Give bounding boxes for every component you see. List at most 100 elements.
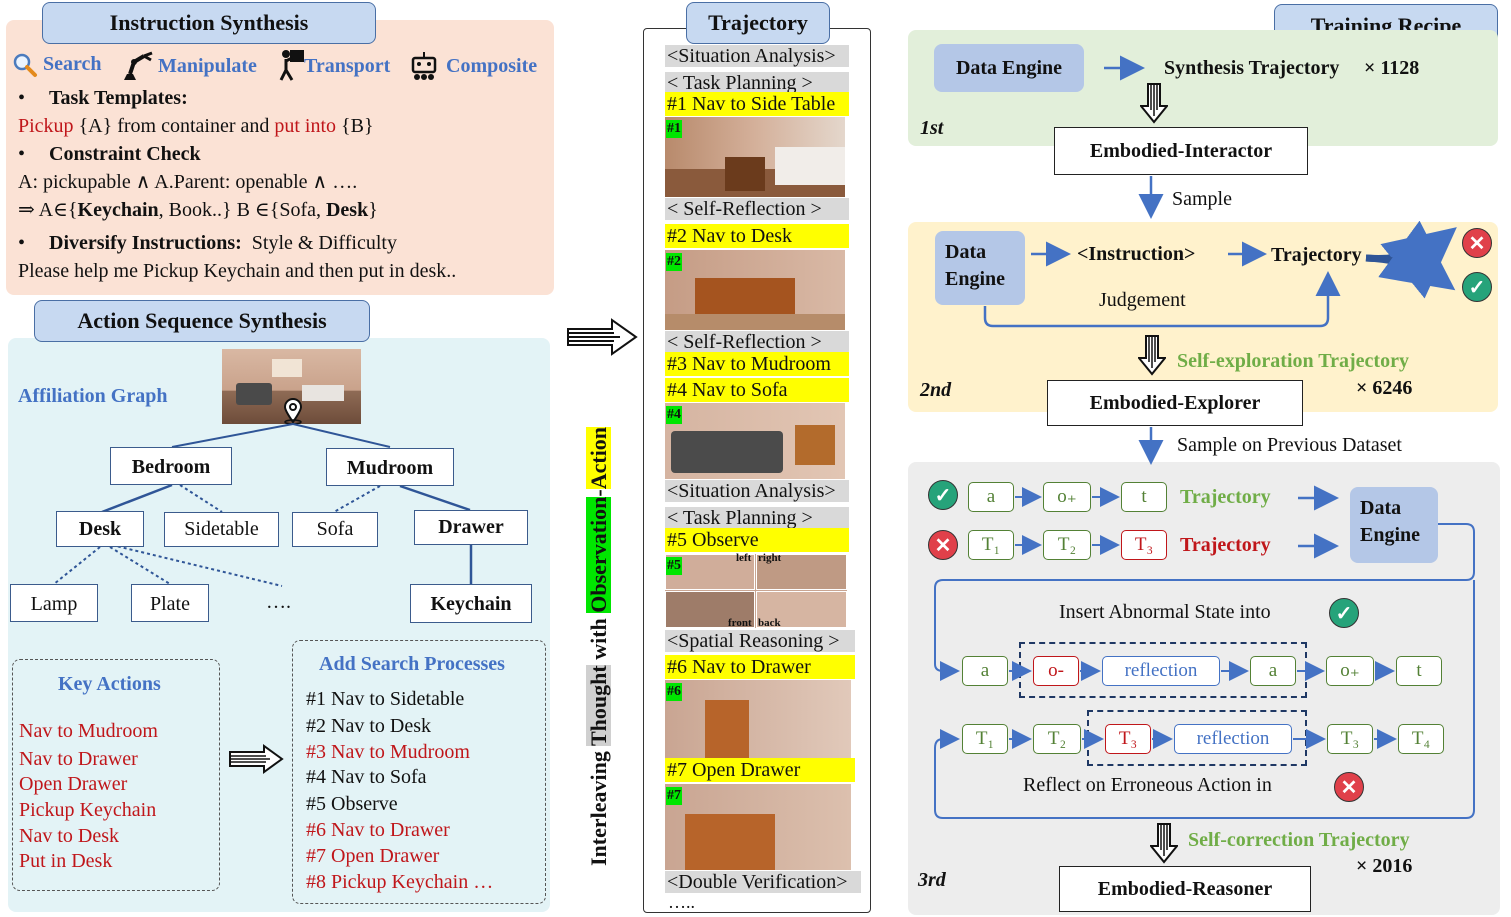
stage-2-trajectory: Trajectory bbox=[1271, 244, 1362, 266]
person-carrying-icon bbox=[278, 48, 306, 82]
stage-2-instruction: <Instruction> bbox=[1077, 243, 1196, 265]
insert-token-o-minus: o- bbox=[1033, 656, 1079, 686]
step-5-bar: #5 Observe bbox=[665, 528, 849, 552]
stage-2-data-engine: Data Engine bbox=[935, 231, 1025, 305]
insert-token-t: t bbox=[1396, 656, 1442, 686]
key-action: Nav to Desk bbox=[19, 825, 119, 847]
step-6-bar: #6 Nav to Drawer bbox=[665, 655, 855, 679]
search-processes-title: Add Search Processes bbox=[319, 653, 505, 675]
reflect-token-t3-fixed: T₃ bbox=[1327, 724, 1373, 754]
bullet: • bbox=[18, 143, 26, 165]
task-planning-bar: < Task Planning > bbox=[665, 72, 849, 94]
instruction-panel bbox=[6, 20, 554, 295]
embodied-explorer-box: Embodied-Explorer bbox=[1047, 380, 1303, 426]
reflect-token-reflection: reflection bbox=[1174, 724, 1292, 754]
scene-6-image bbox=[665, 680, 851, 758]
stage-3-count: × 2016 bbox=[1356, 855, 1413, 877]
search-step: #5 Observe bbox=[306, 793, 398, 815]
big-right-arrow-icon bbox=[566, 318, 638, 356]
instruction-header: Instruction Synthesis bbox=[42, 2, 376, 44]
node-sofa: Sofa bbox=[292, 512, 378, 547]
task-planning-bar: < Task Planning > bbox=[665, 507, 849, 529]
bad-token-t3: T₃ bbox=[1121, 530, 1167, 560]
action-sequence-header: Action Sequence Synthesis bbox=[34, 300, 370, 342]
task-type-composite: Composite bbox=[446, 55, 538, 77]
stage-2-label: 2nd bbox=[920, 379, 952, 401]
check-icon: ✓ bbox=[1462, 272, 1492, 302]
search-step: #6 Nav to Drawer bbox=[306, 819, 450, 841]
cross-icon: ✕ bbox=[928, 530, 958, 560]
view-front-label: front bbox=[728, 617, 752, 629]
graph-edges bbox=[53, 423, 473, 587]
node-ellipsis: …. bbox=[266, 591, 291, 613]
stage-2-count: × 6246 bbox=[1356, 377, 1413, 399]
robot-arm-icon bbox=[120, 50, 154, 82]
key-actions-box bbox=[12, 659, 220, 891]
constraint-prefix: ⇒ A∈{ bbox=[18, 199, 78, 221]
search-processes-box bbox=[292, 640, 546, 904]
node-desk: Desk bbox=[56, 511, 144, 547]
search-step: #8 Pickup Keychain … bbox=[306, 871, 494, 893]
scene-6-tag: #6 bbox=[666, 683, 682, 701]
example-instruction: Please help me Pickup Keychain and then … bbox=[18, 260, 457, 282]
template-pickup: Pickup bbox=[18, 115, 74, 137]
good-trajectory-label: Trajectory bbox=[1180, 486, 1271, 508]
trajectory-dots: ….. bbox=[668, 892, 695, 912]
search-icon bbox=[12, 52, 38, 78]
constraint-suffix: } bbox=[368, 199, 378, 221]
good-token-a: a bbox=[968, 482, 1014, 512]
reflect-token-t2: T₂ bbox=[1033, 724, 1081, 754]
step-2-bar: #2 Nav to Desk bbox=[665, 224, 849, 248]
template-put-into: put into bbox=[274, 115, 337, 137]
stage-1-synthesis: Synthesis Trajectory bbox=[1164, 57, 1340, 79]
node-bedroom: Bedroom bbox=[110, 447, 232, 485]
task-type-transport: Transport bbox=[304, 55, 391, 77]
reflect-token-t4: T₄ bbox=[1398, 724, 1444, 754]
scene-4-image bbox=[665, 403, 845, 479]
key-actions-title: Key Actions bbox=[58, 673, 161, 695]
node-keychain: Keychain bbox=[410, 584, 532, 623]
view-left-label: left bbox=[736, 552, 752, 564]
search-step: #2 Nav to Desk bbox=[306, 715, 431, 737]
node-drawer: Drawer bbox=[414, 510, 528, 545]
scene-7-tag: #7 bbox=[666, 787, 682, 805]
stage-3-label: 3rd bbox=[918, 869, 946, 891]
sample-previous-label: Sample on Previous Dataset bbox=[1177, 434, 1402, 456]
stage-1-count: × 1128 bbox=[1364, 57, 1420, 79]
task-templates-label: Task Templates: bbox=[49, 87, 188, 109]
key-action: Pickup Keychain bbox=[19, 799, 157, 821]
view-back-label: back bbox=[758, 617, 781, 629]
search-step: #1 Nav to Sidetable bbox=[306, 688, 465, 710]
key-action: Nav to Mudroom bbox=[19, 720, 158, 742]
search-step: #3 Nav to Mudroom bbox=[306, 741, 470, 763]
good-token-t: t bbox=[1121, 482, 1167, 512]
constraint-label: Constraint Check bbox=[49, 143, 201, 165]
diversify-line: Diversify Instructions: Style & Difficul… bbox=[49, 231, 397, 255]
search-step: #4 Nav to Sofa bbox=[306, 766, 427, 788]
diversify-value: Style & Difficulty bbox=[251, 232, 397, 254]
down-arrow-icon bbox=[1138, 334, 1166, 376]
insert-token-a: a bbox=[962, 656, 1008, 686]
embodied-interactor-box: Embodied-Interactor bbox=[1054, 127, 1308, 175]
scene-2-tag: #2 bbox=[666, 253, 682, 271]
template-b-part: {B} bbox=[336, 115, 374, 137]
scene-5-tag: #5 bbox=[666, 557, 682, 575]
diversify-label: Diversify Instructions: bbox=[49, 232, 242, 254]
cross-icon: ✕ bbox=[1462, 228, 1492, 258]
insert-token-o: o₊ bbox=[1326, 656, 1374, 686]
bad-token-t2: T₂ bbox=[1043, 530, 1091, 560]
step-1-bar: #1 Nav to Side Table bbox=[665, 92, 849, 116]
scene-5-image bbox=[665, 554, 847, 628]
insert-token-a2: a bbox=[1250, 656, 1296, 686]
situation-analysis-bar: <Situation Analysis> bbox=[665, 45, 849, 67]
data-engine-line: Data bbox=[945, 241, 987, 263]
step-3-bar: #3 Nav to Mudroom bbox=[665, 352, 849, 376]
constraint-mid: , Book..} B ∈{Sofa, bbox=[158, 199, 326, 221]
view-right-label: right bbox=[758, 552, 782, 564]
key-action: Nav to Drawer bbox=[19, 748, 138, 770]
insert-abnormal-label: Insert Abnormal State into bbox=[1059, 601, 1271, 623]
scene-7-image bbox=[665, 784, 851, 870]
bad-trajectory-label: Trajectory bbox=[1180, 534, 1271, 556]
